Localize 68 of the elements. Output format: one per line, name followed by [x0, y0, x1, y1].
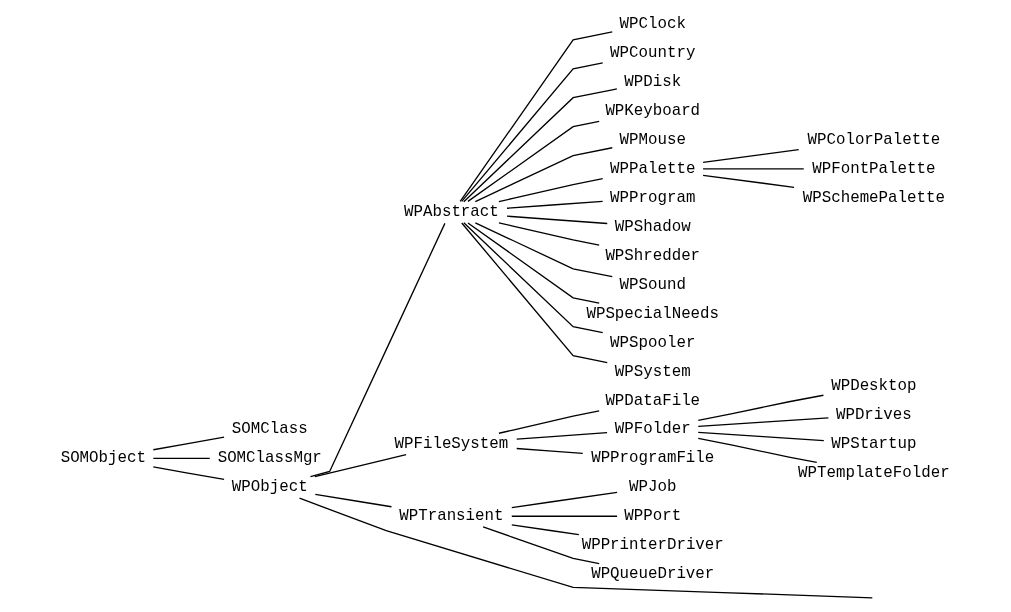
connector: [309, 222, 446, 478]
connector: [152, 466, 225, 481]
connector: [460, 62, 603, 203]
node-text: WPFolder: [614, 420, 691, 439]
connector: [298, 497, 873, 599]
connector: [466, 222, 600, 304]
node-text: WPObject: [231, 478, 308, 497]
connector: [505, 215, 608, 225]
node-text: WPQueueDriver: [590, 565, 714, 584]
node-text: WPStartup: [830, 434, 916, 453]
node-text: WPColorPalette: [807, 130, 940, 149]
connector: [697, 437, 817, 463]
connector: [474, 222, 613, 278]
node-text: WPProgram: [609, 188, 695, 207]
connector: [510, 491, 618, 509]
connector: [497, 177, 603, 203]
connector: [313, 453, 407, 478]
connector: [481, 526, 600, 565]
node-text: WPClock: [619, 15, 686, 34]
node-text: WPSpooler: [609, 333, 695, 352]
connector: [510, 515, 618, 517]
connector: [497, 410, 600, 434]
connector: [462, 88, 617, 203]
connector: [505, 200, 603, 209]
node-text: WPCountry: [609, 44, 695, 63]
connector: [697, 431, 824, 442]
node-text: WPDataFile: [604, 391, 700, 410]
node-text: SOMClassMgr: [217, 449, 322, 468]
connector: [474, 147, 613, 203]
node-text: WPJob: [628, 478, 676, 497]
connector: [515, 431, 608, 440]
node-text: WPMouse: [619, 130, 686, 149]
node-text: WPSpecialNeeds: [585, 304, 719, 323]
node-text: WPDesktop: [830, 377, 916, 396]
node-text: WPSystem: [614, 362, 691, 381]
node-text: WPPalette: [609, 159, 695, 178]
connector: [152, 436, 225, 451]
node-text: SOMClass: [231, 420, 308, 439]
node-text: SOMObject: [60, 449, 146, 468]
connector: [462, 222, 603, 334]
connector: [497, 222, 600, 246]
node-text: WPTemplateFolder: [797, 463, 950, 482]
node-text: WPProgramFile: [590, 449, 714, 468]
node-text: WPShadow: [614, 217, 691, 236]
connector: [460, 222, 608, 364]
connector: [466, 120, 600, 203]
connector: [697, 394, 824, 422]
node-text: WPFileSystem: [394, 434, 508, 453]
connector: [510, 524, 579, 536]
connector: [697, 417, 829, 428]
connector: [459, 31, 613, 203]
node-text: WPDrives: [835, 405, 912, 424]
node-text: WPAbstract: [403, 203, 499, 222]
connector: [701, 148, 799, 163]
node-text: WPSchemePalette: [802, 188, 945, 207]
connector: [314, 493, 392, 508]
connector: [701, 174, 795, 188]
node-text: WPKeyboard: [604, 101, 700, 120]
node-text: WPSound: [619, 275, 686, 294]
node-text: WPDisk: [623, 73, 681, 92]
connector: [701, 168, 804, 170]
connector: [152, 457, 210, 459]
node-text: WPShredder: [604, 246, 700, 265]
node-text: WPTransient: [398, 507, 503, 526]
node-text: WPPort: [623, 507, 681, 526]
node-text: WPPrinterDriver: [581, 536, 724, 555]
node-text: WPFontPalette: [811, 159, 935, 178]
connector: [515, 447, 583, 454]
